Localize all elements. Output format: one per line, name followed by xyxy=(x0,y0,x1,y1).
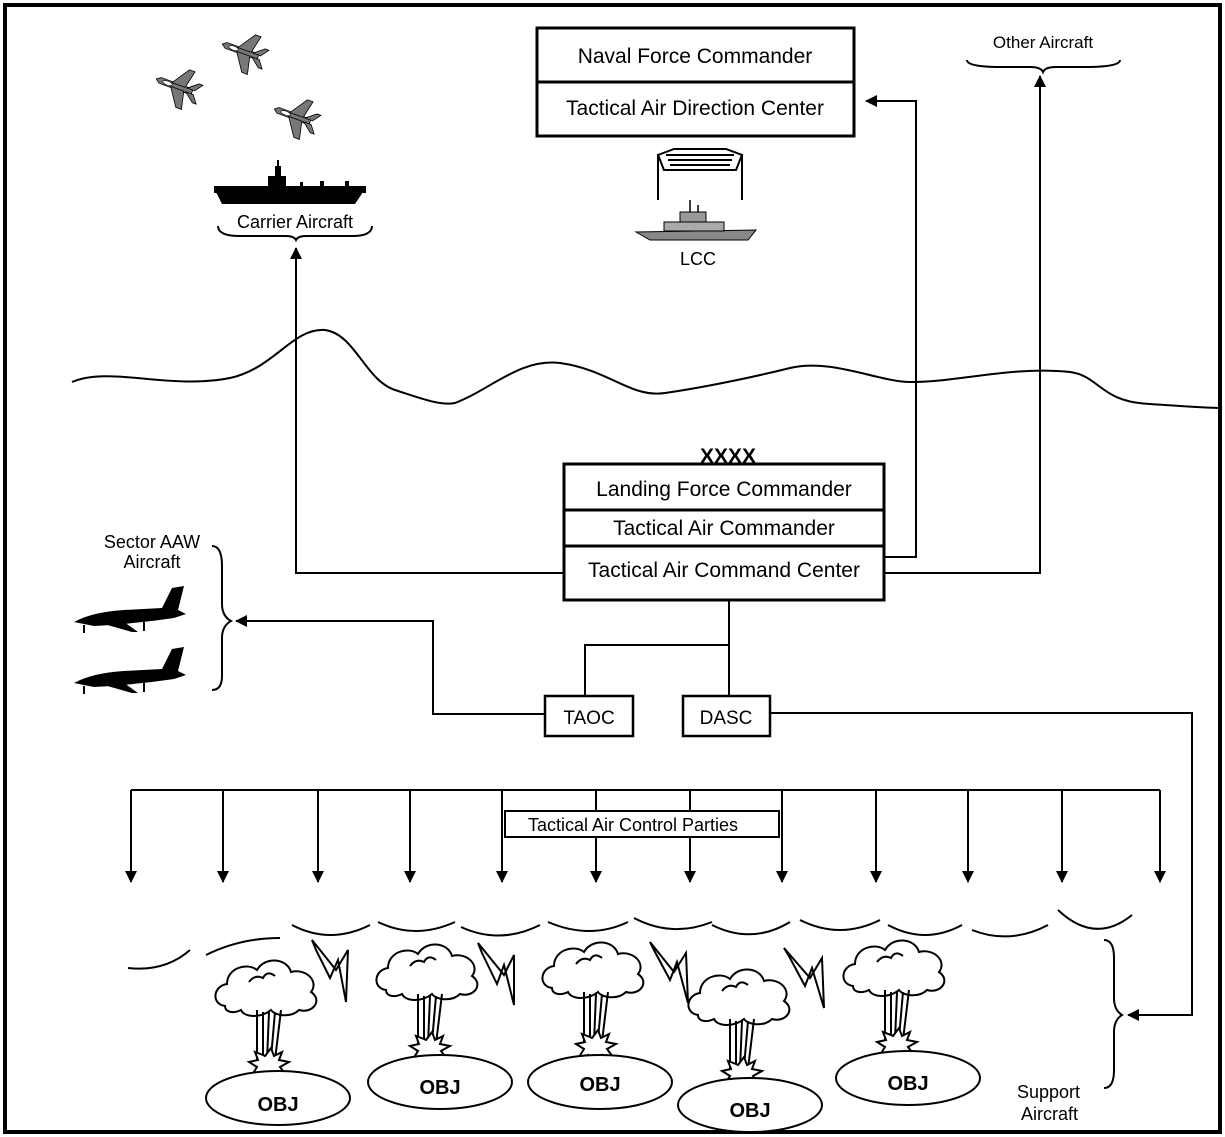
sector-aaw-label-line2: Aircraft xyxy=(123,552,180,572)
carrier-aircraft-group: Carrier Aircraft xyxy=(149,24,373,243)
fighter-jet-icon xyxy=(149,59,207,114)
lcc-label: LCC xyxy=(680,249,716,269)
army-echelon-marker: XXXX xyxy=(700,445,756,468)
lightning-group xyxy=(311,939,825,1009)
tactical-air-commander-label: Tactical Air Commander xyxy=(613,517,835,540)
dasc-box: DASC xyxy=(681,694,772,738)
sector-aaw-label-line1: Sector AAW xyxy=(104,532,200,552)
interceptor-jet-icon xyxy=(73,585,187,634)
outer-frame xyxy=(3,3,1222,1134)
dasc-to-support-line xyxy=(770,712,1193,1021)
explosion-cloud xyxy=(375,943,479,1068)
lcc-group: LCC xyxy=(634,148,758,269)
taoc-box: TAOC xyxy=(543,694,635,738)
tactical-air-direction-center-label: Tactical Air Direction Center xyxy=(566,97,824,120)
command-ship-icon xyxy=(634,200,758,241)
fighter-jet-icon xyxy=(215,24,273,79)
aircraft-carrier-icon xyxy=(214,160,366,204)
sector-aaw-brace xyxy=(211,545,234,691)
explosion-cloud xyxy=(687,968,791,1093)
objective-label: OBJ xyxy=(729,1100,770,1122)
tacc-to-other-aircraft-line xyxy=(884,75,1046,574)
objective-label: OBJ xyxy=(887,1073,928,1095)
carrier-aircraft-label: Carrier Aircraft xyxy=(237,212,353,232)
tacc-to-carrier-line xyxy=(290,247,564,574)
interceptor-jet-icon xyxy=(73,646,187,695)
naval-force-commander-label: Naval Force Commander xyxy=(578,45,813,68)
objective-label: OBJ xyxy=(419,1077,460,1099)
lightning-icon xyxy=(649,941,689,1004)
objective-label: OBJ xyxy=(579,1074,620,1096)
tacp-distribution: Tactical Air Control Parties xyxy=(125,789,1166,883)
other-aircraft-label: Other Aircraft xyxy=(993,33,1093,52)
landing-force-box: Landing Force Commander Tactical Air Com… xyxy=(562,462,886,602)
lightning-icon xyxy=(783,947,825,1009)
landing-force-commander-label: Landing Force Commander xyxy=(596,478,852,501)
explosion-cloud xyxy=(541,941,645,1066)
lightning-icon xyxy=(311,939,349,1003)
terrain-arcs xyxy=(127,909,1133,970)
support-aircraft-label-line1: Support xyxy=(1017,1082,1080,1102)
taoc-label: TAOC xyxy=(563,708,614,729)
support-aircraft-brace xyxy=(1103,939,1124,1089)
tactical-air-command-center-label: Tactical Air Command Center xyxy=(588,559,860,582)
objective-label: OBJ xyxy=(257,1094,298,1116)
other-aircraft-brace xyxy=(966,59,1121,75)
tacp-label: Tactical Air Control Parties xyxy=(528,815,738,835)
tacc-to-tadc-line xyxy=(865,95,917,558)
naval-force-box: Naval Force Commander Tactical Air Direc… xyxy=(535,26,856,138)
support-aircraft-label-line2: Aircraft xyxy=(1021,1104,1078,1124)
explosion-cloud xyxy=(214,959,318,1084)
shoreline xyxy=(71,328,1223,409)
lightning-icon xyxy=(477,942,515,1006)
dasc-label: DASC xyxy=(700,708,753,729)
taoc-to-sector-aaw-line xyxy=(235,615,545,715)
fighter-jet-icon xyxy=(267,89,325,144)
explosion-cloud xyxy=(842,939,946,1064)
tacc-to-taoc-line xyxy=(584,644,729,696)
objectives: OBJ OBJ OBJ OBJ OBJ xyxy=(205,1050,981,1133)
